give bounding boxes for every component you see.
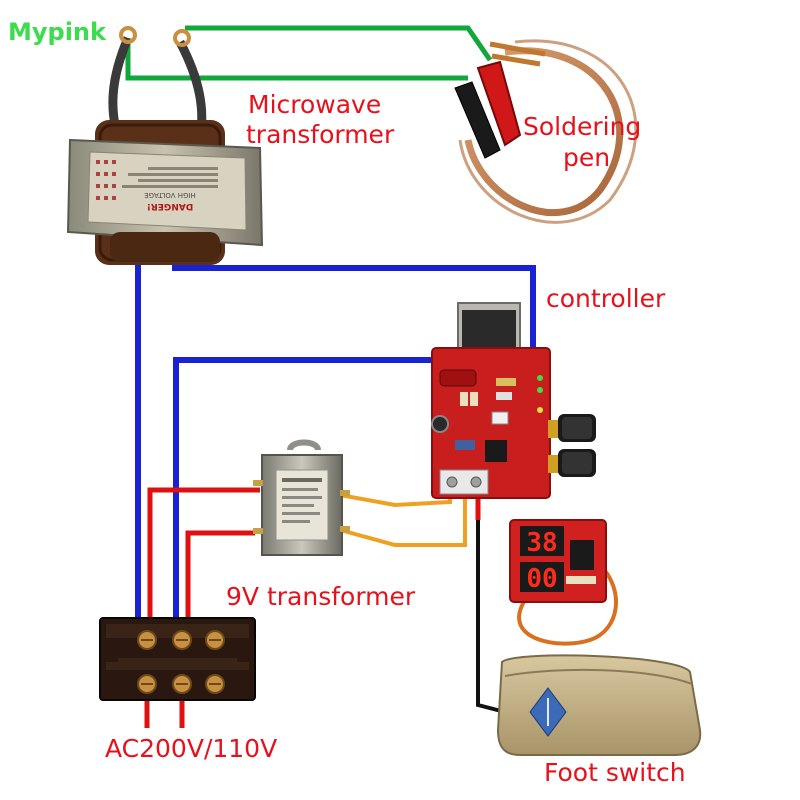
lug-right bbox=[173, 29, 191, 47]
display-segment-top bbox=[520, 526, 564, 556]
pen-handle-black bbox=[454, 81, 501, 159]
controller-connector bbox=[491, 411, 509, 425]
controller-knob-top bbox=[548, 414, 596, 442]
label-controller: controller bbox=[546, 284, 666, 313]
nameplate-high-voltage: HIGH VOLTAGE bbox=[144, 191, 196, 199]
transformer-coil-bottom bbox=[110, 232, 220, 262]
transformer-nameplate bbox=[87, 151, 247, 231]
foot-switch bbox=[496, 654, 702, 756]
display-readout-top: 38 bbox=[526, 528, 557, 558]
display-board: 38 00 bbox=[509, 519, 607, 603]
blue-wire-inner bbox=[173, 357, 440, 640]
red-wire-outer bbox=[147, 487, 260, 640]
controller-board bbox=[431, 302, 596, 499]
pen-tip-a bbox=[489, 41, 546, 57]
secondary-wire-bottom bbox=[125, 38, 468, 81]
display-segment-bottom bbox=[520, 562, 564, 592]
label-transformer: transformer bbox=[246, 120, 395, 149]
orange-wire-bottom bbox=[339, 490, 467, 547]
label-pen: pen bbox=[563, 143, 611, 172]
microwave-transformer: DANGER! HIGH VOLTAGE bbox=[66, 26, 264, 265]
controller-capacitor bbox=[431, 415, 449, 433]
watermark: Mypink bbox=[8, 18, 106, 46]
nameplate-danger: DANGER! bbox=[147, 201, 194, 211]
status-led-2 bbox=[537, 387, 543, 393]
display-ribbon-cable bbox=[517, 563, 618, 646]
secondary-wire-top bbox=[185, 25, 493, 62]
display-readout-bottom: 00 bbox=[526, 564, 557, 594]
red-wire-inner bbox=[185, 530, 255, 640]
label-soldering: Soldering bbox=[523, 112, 642, 141]
controller-relay bbox=[439, 369, 477, 387]
controller-terminal-block bbox=[439, 469, 489, 495]
lug-left bbox=[119, 26, 137, 44]
controller-ic bbox=[485, 440, 507, 462]
pen-tip-b bbox=[491, 53, 541, 67]
soldering-pen bbox=[454, 39, 638, 224]
label-foot-switch: Foot switch bbox=[544, 758, 686, 787]
nine-v-transformer bbox=[253, 439, 350, 556]
bracket-top bbox=[287, 439, 321, 452]
nameplate-text: DANGER! HIGH VOLTAGE bbox=[122, 167, 218, 211]
terminal-block bbox=[99, 617, 256, 701]
status-led-1 bbox=[537, 375, 543, 381]
secondary-wires bbox=[125, 25, 493, 81]
label-nine-v-transformer: 9V transformer bbox=[226, 582, 416, 611]
pen-handle-red bbox=[476, 60, 522, 147]
label-microwave: Microwave bbox=[248, 90, 382, 119]
pen-copper-cable bbox=[464, 47, 624, 217]
label-power-input: AC200V/110V bbox=[105, 734, 278, 763]
display-ic bbox=[570, 540, 594, 570]
status-led-3 bbox=[537, 407, 543, 413]
foot-switch-cable bbox=[476, 520, 506, 714]
nameplate-stamp bbox=[96, 160, 116, 200]
controller-knob-bottom bbox=[548, 449, 596, 477]
